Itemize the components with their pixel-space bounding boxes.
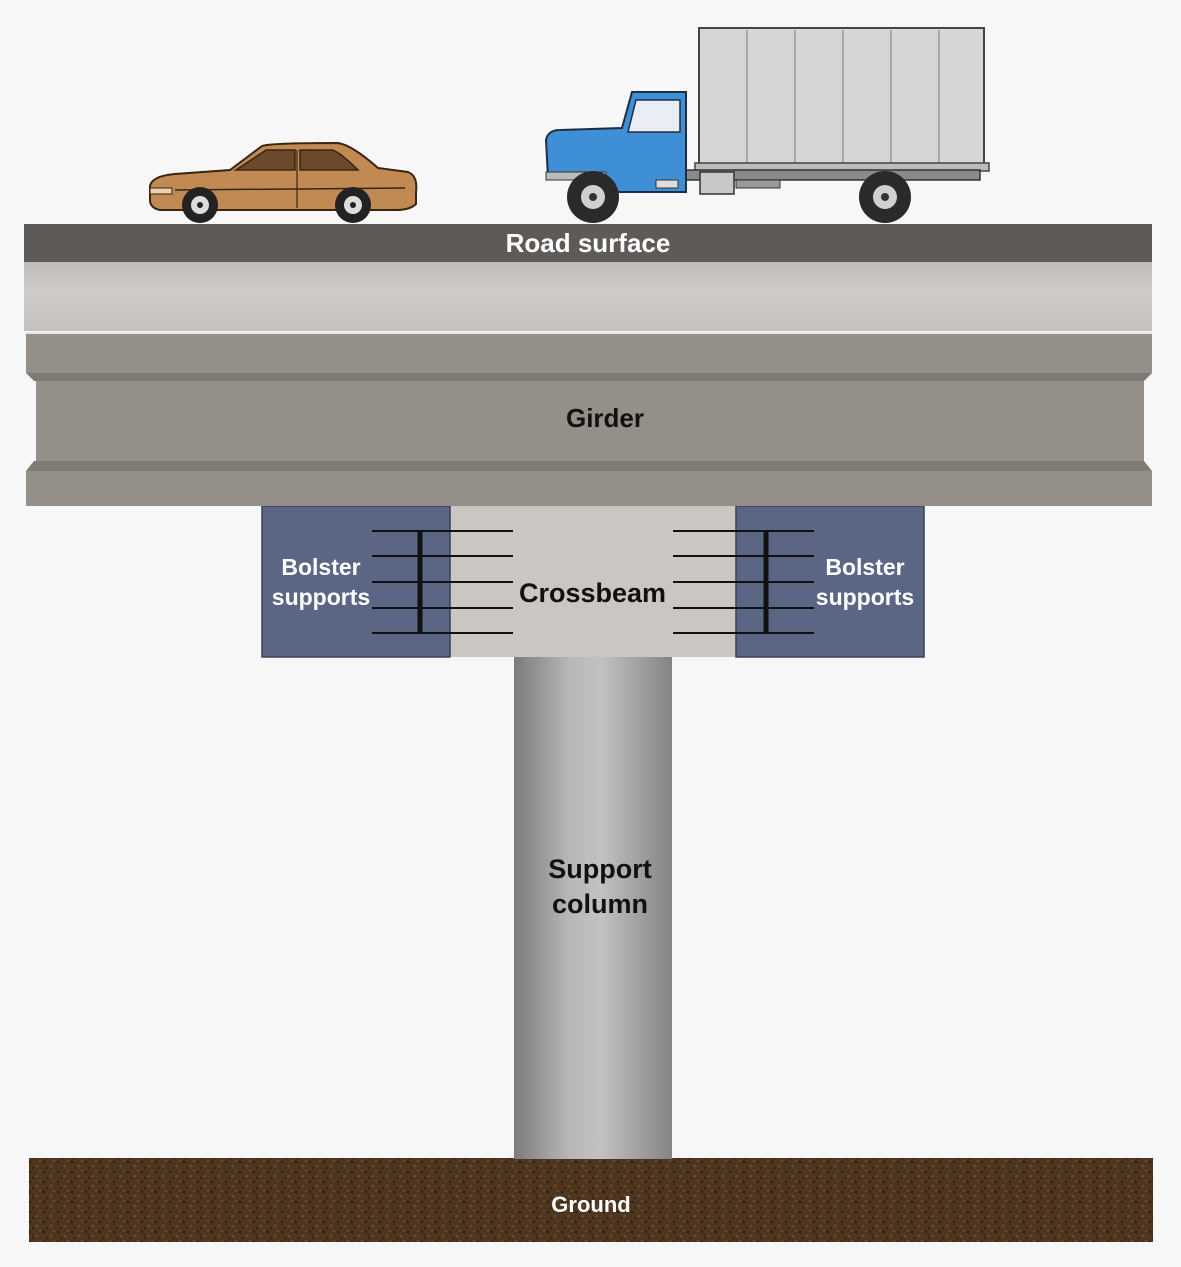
bolster-supports-left-label: Bolster supports [262,552,380,612]
car-icon [149,141,418,223]
girder-label: Girder [565,403,645,433]
bolster-right-line-1: Bolster [825,554,905,580]
bolster-supports-left [261,505,513,658]
support-column-label: Support column [500,852,700,922]
truck-icon [544,27,990,223]
crossbeam-label: Crossbeam [518,578,667,608]
deck-slab [24,262,1152,331]
bolster-supports-right-label: Bolster supports [806,552,924,612]
bolster-supports-right [673,505,925,658]
road-surface [24,224,1152,262]
ground [29,1158,1153,1242]
bolster-left-line-1: Bolster [281,554,361,580]
girder [26,332,1152,506]
bolster-right-line-2: supports [815,584,915,610]
bolster-left-line-2: supports [271,584,371,610]
support-column [514,656,672,1159]
road-surface-label: Road surface [505,228,671,258]
support-column-line-2: column [551,889,648,919]
support-column-line-1: Support [548,854,652,884]
ground-label: Ground [551,1192,631,1217]
